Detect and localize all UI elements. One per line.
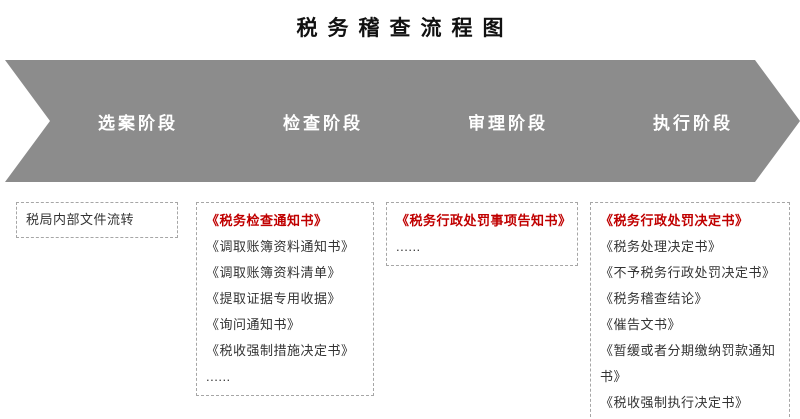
doc-item: 《暂缓或者分期缴纳罚款通知书》 bbox=[600, 343, 776, 384]
doc-box-execution: 《税务行政处罚决定书》 《税务处理决定书》 《不予税务行政处罚决定书》 《税务稽… bbox=[590, 202, 790, 419]
doc-item-ellipsis: ...... bbox=[396, 239, 421, 254]
doc-item: 《税收强制执行决定书》 bbox=[600, 395, 749, 410]
doc-item: 《调取账簿资料通知书》 bbox=[206, 239, 355, 254]
doc-item-highlighted: 《税务检查通知书》 bbox=[206, 213, 328, 228]
doc-item: 《提取证据专用收据》 bbox=[206, 291, 342, 306]
doc-item-ellipsis: ...... bbox=[206, 369, 231, 384]
doc-box-review: 《税务行政处罚事项告知书》 ...... bbox=[386, 202, 578, 266]
doc-item: 《调取账簿资料清单》 bbox=[206, 265, 342, 280]
doc-item: 《不予税务行政处罚决定书》 bbox=[600, 265, 776, 280]
stage-label: 审理阶段 bbox=[468, 113, 548, 133]
doc-item-highlighted: 《税务行政处罚决定书》 bbox=[600, 213, 749, 228]
doc-box-inspection: 《税务检查通知书》 《调取账簿资料通知书》 《调取账簿资料清单》 《提取证据专用… bbox=[196, 202, 374, 396]
page-title: 税务稽查流程图 bbox=[296, 17, 514, 40]
doc-item: 《税务处理决定书》 bbox=[600, 239, 722, 254]
doc-item: 《询问通知书》 bbox=[206, 317, 301, 332]
doc-item: 《税收强制措施决定书》 bbox=[206, 343, 355, 358]
stage-label: 选案阶段 bbox=[98, 113, 178, 133]
doc-item-highlighted: 《税务行政处罚事项告知书》 bbox=[396, 213, 572, 228]
doc-item: 税局内部文件流转 bbox=[26, 212, 135, 227]
stage-label: 检查阶段 bbox=[283, 113, 363, 133]
doc-box-case-selection: 税局内部文件流转 bbox=[16, 202, 178, 238]
stage-label: 执行阶段 bbox=[653, 113, 733, 133]
doc-item: 《催告文书》 bbox=[600, 317, 682, 332]
doc-item: 《税务稽查结论》 bbox=[600, 291, 709, 306]
